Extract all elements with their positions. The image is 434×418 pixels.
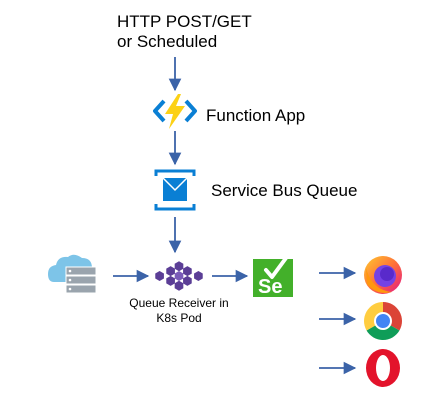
firefox-icon	[364, 256, 402, 294]
selenium-logo-text: Se	[258, 276, 282, 298]
trigger-line1: HTTP POST/GET	[117, 12, 252, 31]
hexagon-cell	[155, 271, 164, 281]
queue-receiver-line2: K8s Pod	[156, 311, 202, 325]
queue-receiver-line1: Queue Receiver in	[129, 296, 229, 310]
service-bus-queue-icon	[154, 169, 196, 211]
hexagon-cell	[174, 271, 184, 281]
trigger-line2: or Scheduled	[117, 32, 218, 51]
flow-arrows	[113, 57, 357, 375]
hexagon-cell	[183, 275, 192, 286]
hexagon-cell	[174, 261, 184, 272]
hexagon-cell	[194, 271, 203, 281]
trigger-label: HTTP POST/GET or Scheduled	[117, 12, 252, 52]
hexagon-cell	[174, 280, 184, 291]
opera-icon	[366, 349, 400, 387]
hexagon-cell	[166, 266, 175, 277]
k8s-pod-hexagons-icon	[155, 261, 203, 291]
service-bus-queue-label: Service Bus Queue	[211, 181, 358, 200]
chrome-icon	[364, 302, 402, 340]
queue-receiver-label: Queue Receiver in K8s Pod	[98, 296, 260, 326]
cloud-server-icon	[48, 254, 97, 294]
hexagon-cell	[183, 266, 192, 277]
azure-function-icon	[153, 94, 197, 129]
hexagon-cell	[166, 275, 175, 286]
function-app-label: Function App	[206, 106, 306, 125]
selenium-icon: Se	[253, 256, 293, 298]
